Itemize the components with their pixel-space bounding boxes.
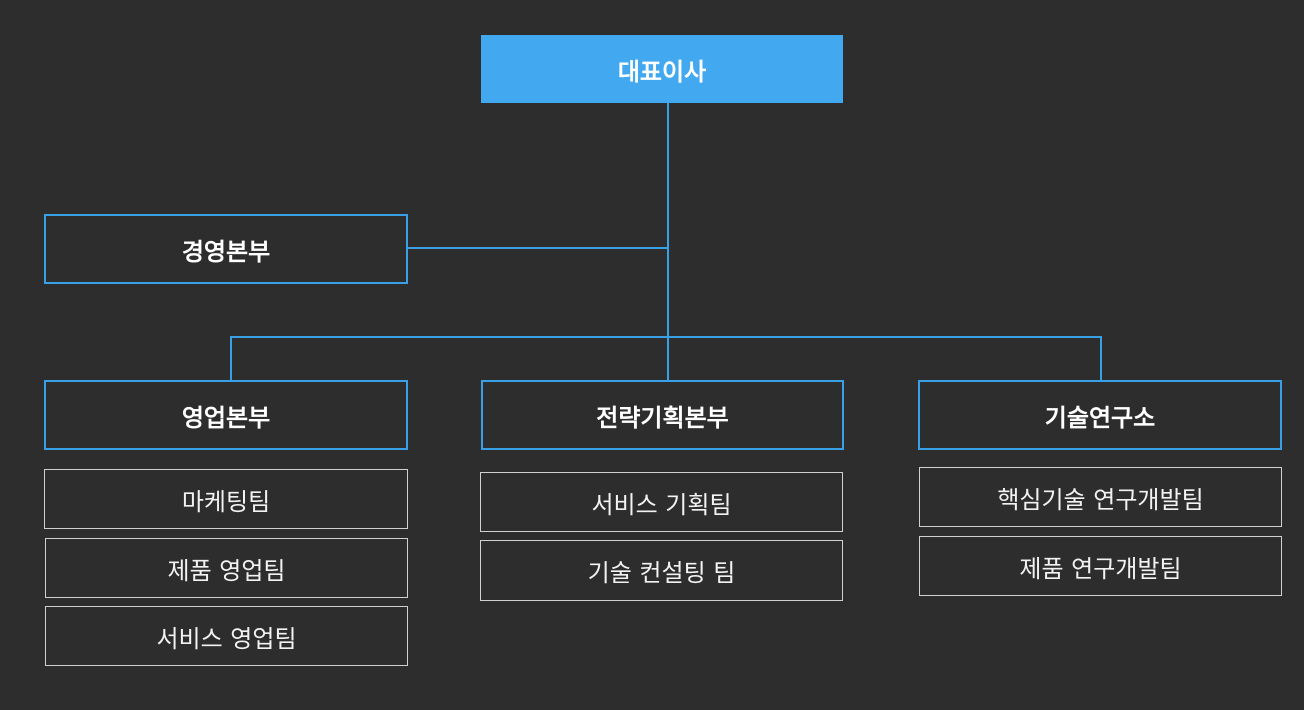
team-product-sales-node: 제품 영업팀	[45, 538, 408, 598]
team-marketing-node: 마케팅팀	[44, 469, 408, 529]
dept-lab-label: 기술연구소	[1044, 403, 1156, 432]
team-service-planning-node: 서비스 기획팀	[480, 472, 843, 532]
management-node: 경영본부	[44, 214, 408, 284]
dept-strategy-node: 전략기획본부	[481, 380, 844, 450]
team-label: 서비스 영업팀	[156, 624, 297, 653]
connector-management-branch	[408, 247, 669, 249]
team-label: 제품 영업팀	[167, 556, 286, 585]
team-label: 기술 컨설팅 팀	[587, 559, 736, 587]
team-label: 핵심기술 연구개발팀	[997, 485, 1204, 514]
team-core-rnd-node: 핵심기술 연구개발팀	[919, 467, 1282, 527]
connector-departments-horizontal	[230, 336, 1102, 338]
dept-strategy-label: 전략기획본부	[596, 403, 729, 432]
dept-sales-node: 영업본부	[44, 380, 408, 450]
team-product-rnd-node: 제품 연구개발팀	[919, 536, 1282, 596]
ceo-node: 대표이사	[481, 35, 843, 103]
team-tech-consulting-node: 기술 컨설팅 팀	[480, 540, 843, 601]
connector-dept-sales	[230, 336, 232, 381]
team-service-sales-node: 서비스 영업팀	[45, 606, 408, 666]
management-label: 경영본부	[181, 237, 271, 266]
dept-sales-label: 영업본부	[181, 403, 271, 432]
connector-ceo-trunk	[667, 103, 669, 381]
ceo-label: 대표이사	[617, 57, 707, 86]
team-label: 마케팅팀	[181, 487, 271, 516]
team-label: 제품 연구개발팀	[1019, 554, 1182, 583]
dept-lab-node: 기술연구소	[918, 380, 1282, 450]
connector-dept-lab	[1100, 336, 1102, 381]
team-label: 서비스 기획팀	[591, 490, 732, 519]
